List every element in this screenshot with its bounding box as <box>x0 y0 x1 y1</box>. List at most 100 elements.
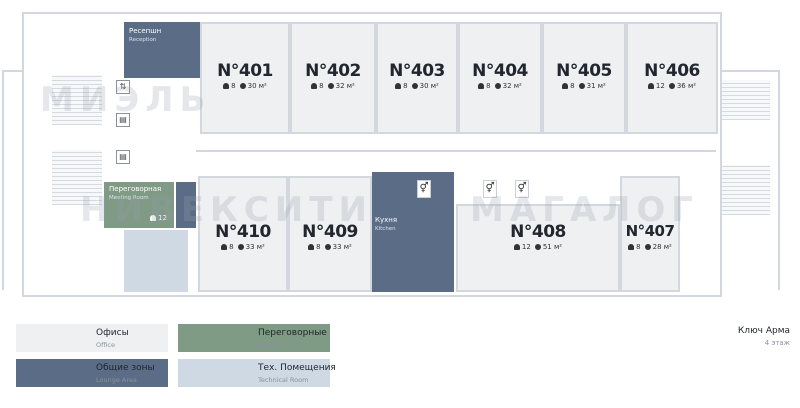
toilet-icon: ⚥ <box>417 180 431 198</box>
office-area: 33 м² <box>245 243 265 251</box>
meeting-room-seats: 12 <box>158 214 167 222</box>
kitchen-sub: Kitchen <box>375 226 396 232</box>
floor-plan: ⇅ ▤ ▤ Ресепшн Reception Переговорная Mee… <box>2 12 780 297</box>
office-number: N°404 <box>472 61 528 81</box>
area-icon <box>668 83 675 89</box>
office-seats: 8 <box>403 82 408 90</box>
lift-icon: ▤ <box>116 113 130 127</box>
person-icon <box>308 244 315 250</box>
meeting-room-label: Переговорная <box>109 185 162 193</box>
legend-swatch-lounge <box>16 359 168 387</box>
office-410[interactable]: N°410 8 33 м² <box>198 176 288 292</box>
left-annex-wall <box>2 70 24 72</box>
kitchen[interactable]: Кухня Kitchen <box>372 172 454 292</box>
person-icon <box>311 83 318 89</box>
office-area: 33 м² <box>332 243 352 251</box>
area-icon <box>411 83 418 89</box>
office-seats: 12 <box>655 82 665 90</box>
office-seats: 8 <box>319 82 324 90</box>
legend-meeting-label: Переговорные <box>258 328 327 338</box>
office-seats: 8 <box>231 82 236 90</box>
office-seats: 8 <box>636 243 641 251</box>
right-wing-wall <box>720 12 722 297</box>
office-number: N°406 <box>644 61 700 81</box>
meeting-room[interactable]: Переговорная Meeting Room 12 <box>104 182 174 228</box>
left-annex-wall-2 <box>2 70 4 290</box>
area-icon <box>644 244 651 250</box>
stairs-right <box>722 80 770 120</box>
stairs-left <box>52 75 102 125</box>
office-area: 30 м² <box>419 82 439 90</box>
meeting-room-sub: Meeting Room <box>109 195 149 201</box>
office-408[interactable]: N°408 12 51 м² <box>456 204 620 292</box>
office-409[interactable]: N°409 8 33 м² <box>288 176 372 292</box>
legend-meeting-sub: Meeting Room <box>258 341 305 349</box>
corridor-line <box>196 150 716 152</box>
office-number: N°409 <box>302 222 358 242</box>
office-number: N°408 <box>510 222 566 242</box>
office-area: 32 м² <box>335 82 355 90</box>
watermark: МАГАЛОГ <box>470 190 699 230</box>
person-icon <box>513 244 520 250</box>
office-406[interactable]: N°406 12 36 м² <box>626 22 718 134</box>
legend-office-label: Офисы <box>96 328 129 338</box>
building-name: Ключ Арма <box>737 326 790 336</box>
lift-icon: ▤ <box>116 150 130 164</box>
watermark: МИЭЛЬ <box>40 80 212 120</box>
legend-office-sub: Office <box>96 341 115 349</box>
office-seats: 8 <box>229 243 234 251</box>
person-icon <box>628 244 635 250</box>
legend-swatch-office <box>16 324 168 352</box>
office-seats: 12 <box>521 243 531 251</box>
area-icon <box>239 83 246 89</box>
office-area: 31 м² <box>586 82 606 90</box>
toilet-icon: ⚥ <box>483 180 497 198</box>
area-icon <box>578 83 585 89</box>
legend-swatch-meeting <box>178 324 330 352</box>
legend-lounge-sub: Lounge Area <box>96 376 137 384</box>
reception-sub: Reception <box>129 37 157 43</box>
office-area: 36 м² <box>676 82 697 90</box>
office-area: 28 м² <box>652 243 672 251</box>
stairs-left-2 <box>52 150 102 205</box>
office-number: N°402 <box>305 61 361 81</box>
lounge-nook <box>176 182 196 228</box>
person-icon <box>223 83 230 89</box>
legend-technical-sub: Technical Room <box>258 376 309 384</box>
stairs-right-2 <box>722 165 770 215</box>
outer-wall-top <box>22 12 722 14</box>
lift-icon: ⇅ <box>116 80 130 94</box>
reception-area: Ресепшн Reception <box>124 22 200 78</box>
office-seats: 8 <box>486 82 491 90</box>
office-seats: 8 <box>316 243 321 251</box>
reception-label: Ресепшн <box>129 27 162 35</box>
right-annex-wall-2 <box>778 70 780 290</box>
person-icon <box>562 83 569 89</box>
office-area: 30 м² <box>247 82 267 90</box>
left-wing-wall <box>22 12 24 297</box>
legend-swatch-technical <box>178 359 330 387</box>
kitchen-label: Кухня <box>375 216 398 224</box>
office-number: N°410 <box>215 222 271 242</box>
legend-lounge-label: Общие зоны <box>96 363 155 373</box>
watermark: НИВЕКСИТИ <box>80 190 373 230</box>
area-icon <box>494 83 501 89</box>
office-seats: 8 <box>570 82 575 90</box>
office-number: N°407 <box>625 222 675 240</box>
office-405[interactable]: N°405 8 31 м² <box>542 22 626 134</box>
right-annex-wall <box>720 70 780 72</box>
technical-room <box>124 230 188 292</box>
office-number: N°403 <box>389 61 445 81</box>
person-icon <box>395 83 402 89</box>
office-number: N°405 <box>556 61 612 81</box>
office-area: 51 м² <box>542 243 563 251</box>
legend-technical-label: Тех. Помещения <box>258 363 336 373</box>
person-icon <box>647 83 654 89</box>
office-407[interactable]: N°407 8 28 м² <box>620 176 680 292</box>
area-icon <box>534 244 541 250</box>
office-402[interactable]: N°402 8 32 м² <box>290 22 376 134</box>
office-403[interactable]: N°403 8 30 м² <box>376 22 458 134</box>
area-icon <box>237 244 244 250</box>
